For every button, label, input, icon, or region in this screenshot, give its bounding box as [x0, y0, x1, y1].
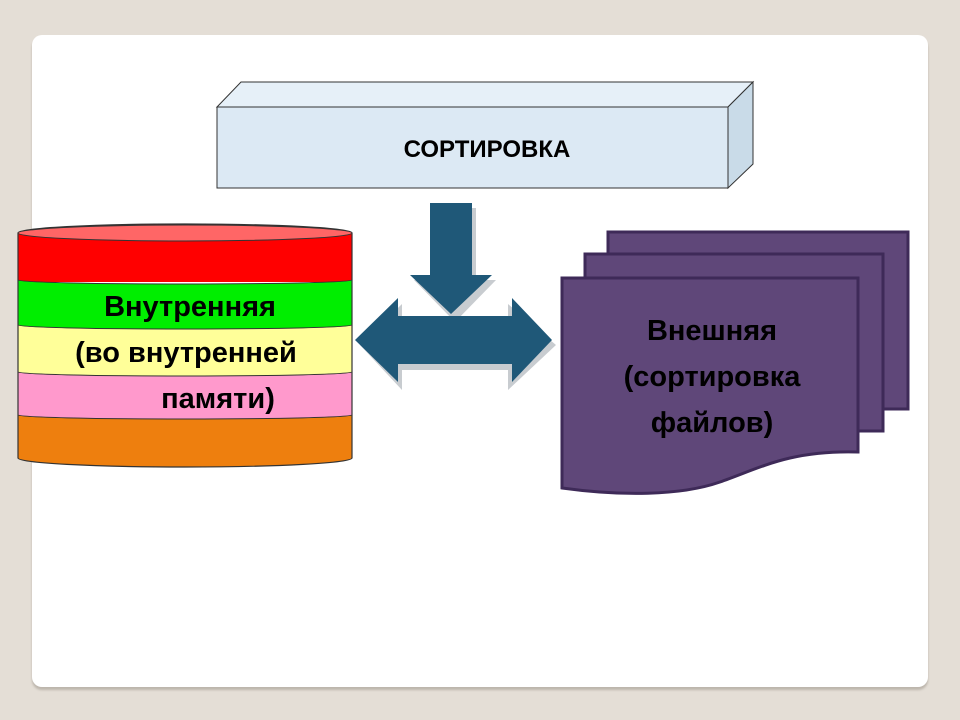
- external-line-3: файлов): [651, 407, 774, 439]
- internal-line-3: памяти): [161, 383, 275, 415]
- external-line-2: (сортировка: [624, 361, 802, 393]
- sorting-box: СОРТИРОВКА: [215, 80, 755, 190]
- internal-memory-cylinder: Внутренняя (во внутренней памяти): [17, 223, 353, 468]
- external-files-documents: Внешняя (сортировка файлов): [560, 230, 910, 495]
- double-arrow-icon: [355, 298, 556, 390]
- down-arrow-icon: [410, 203, 496, 322]
- internal-line-2: (во внутренней: [75, 337, 297, 369]
- external-line-1: Внешняя: [647, 315, 777, 347]
- internal-line-1: Внутренняя: [104, 291, 276, 323]
- sorting-label: СОРТИРОВКА: [404, 136, 571, 163]
